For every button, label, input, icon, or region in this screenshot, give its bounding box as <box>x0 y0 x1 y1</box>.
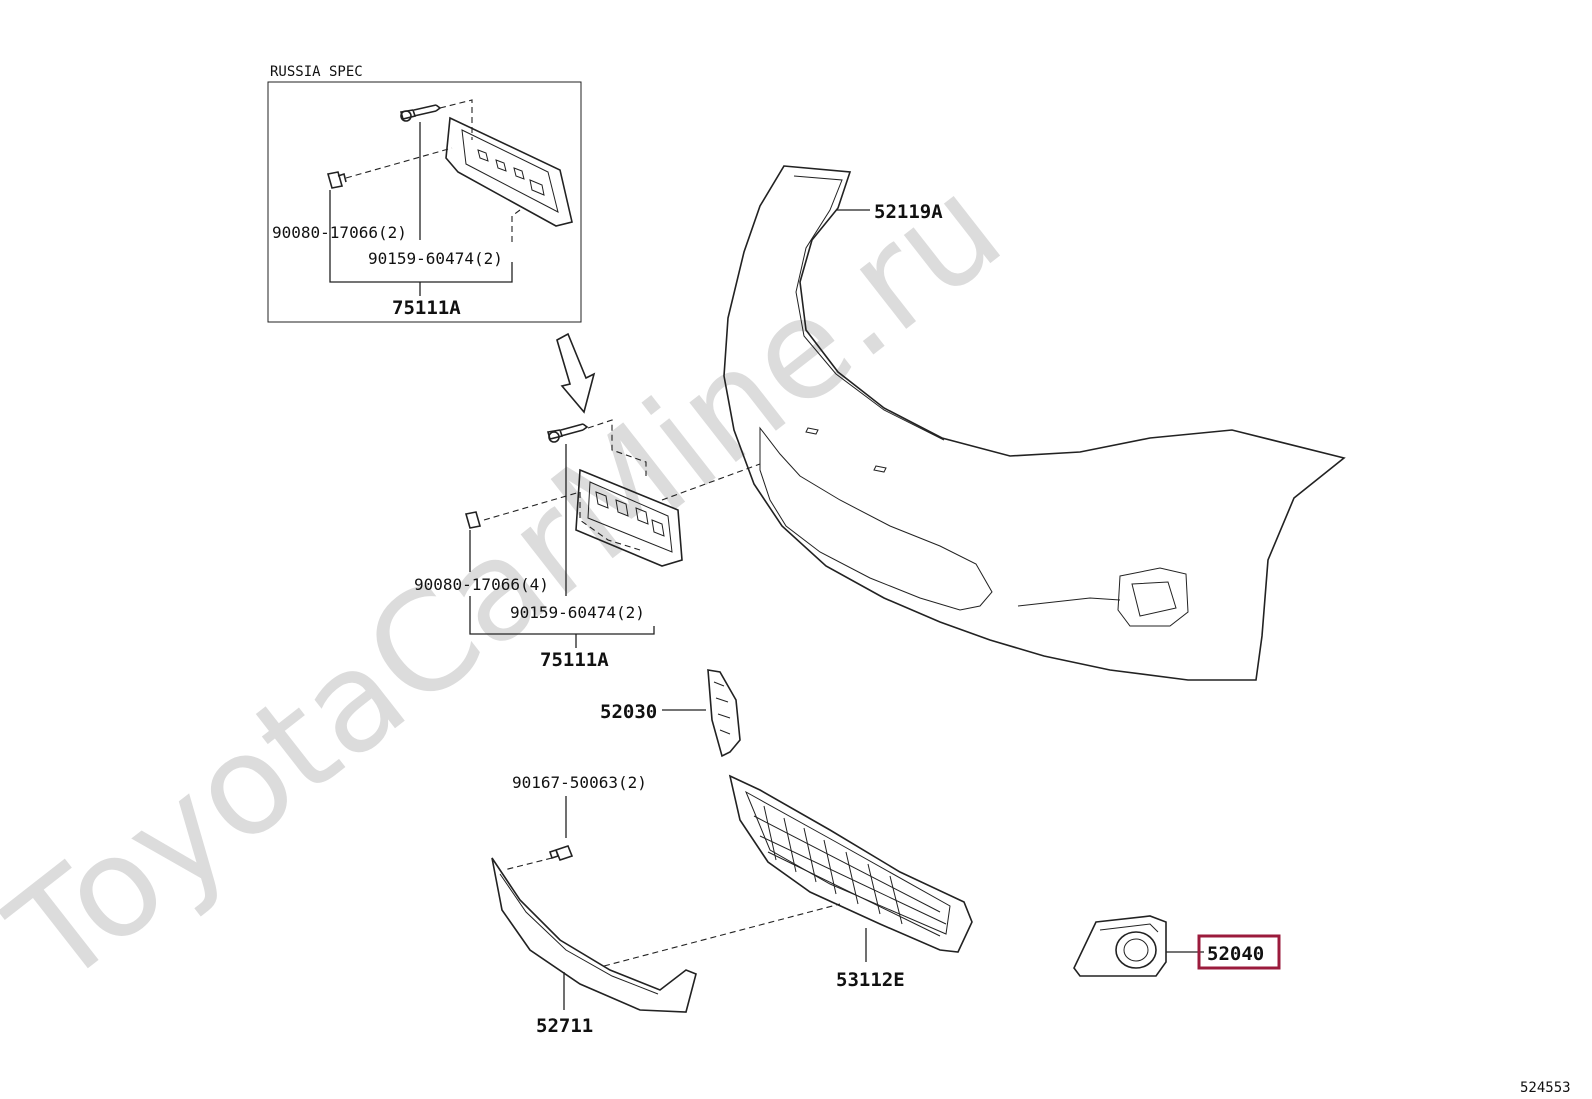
fog-cover-group: 52040 <box>1073 915 1281 977</box>
lower-grille-group: 53112E <box>728 774 973 991</box>
retainer-icon[interactable] <box>707 669 741 758</box>
lower-moulding-icon[interactable] <box>491 857 697 1013</box>
inset-clip-guide <box>345 147 453 179</box>
bolt-icon[interactable] <box>548 845 574 861</box>
inset-screw-guide <box>439 99 473 140</box>
main-screw-icon[interactable] <box>546 423 589 443</box>
highlight-box <box>1197 934 1281 970</box>
inset-bracket-icon[interactable] <box>445 116 573 227</box>
bumper-cover-group: 52119A <box>723 165 1346 681</box>
main-bracket-icon[interactable] <box>575 468 683 567</box>
main-assy-bracket-leader <box>469 596 655 635</box>
bracket-to-bumper-guide <box>661 463 761 501</box>
bolt-guide <box>503 857 553 871</box>
bolt-group: 90167-50063(2) <box>503 773 647 871</box>
bumper-cover-icon[interactable] <box>723 165 1346 681</box>
inset-screw-icon[interactable] <box>399 104 442 122</box>
label-fog-cover[interactable]: 52040 <box>1207 943 1264 965</box>
label-bumper-cover[interactable]: 52119A <box>874 201 943 223</box>
fog-cover-icon[interactable] <box>1073 915 1167 977</box>
inset-clip-icon[interactable] <box>326 171 347 189</box>
inset-frame <box>267 81 582 323</box>
diagram-id: 524553 <box>1520 1080 1571 1096</box>
retainer-group: 52030 <box>600 669 741 758</box>
lower-grille-icon[interactable] <box>728 774 973 953</box>
inset-arrow-icon <box>556 332 596 414</box>
label-inset-assy[interactable]: 75111A <box>392 297 461 319</box>
label-main-assy[interactable]: 75111A <box>540 649 609 671</box>
lower-moulding-group: 52711 <box>491 857 841 1037</box>
main-clip-icon[interactable] <box>464 511 482 529</box>
label-main-screw[interactable]: 90159-60474(2) <box>510 603 645 622</box>
main-screw-guide <box>587 419 647 476</box>
label-inset-screw[interactable]: 90159-60474(2) <box>368 249 503 268</box>
main-clip-guide <box>483 491 581 521</box>
inset-bracket-guide <box>511 209 521 242</box>
label-inset-clip[interactable]: 90080-17066(2) <box>272 223 407 242</box>
inset-clip-leader <box>329 190 513 283</box>
main-bracket-outline-guide <box>579 492 641 551</box>
label-lower-moulding[interactable]: 52711 <box>536 1015 593 1037</box>
main-bracket-group: 90080-17066(4) 90159-60474(2) 75111A <box>414 419 761 671</box>
label-retainer[interactable]: 52030 <box>600 701 657 723</box>
inset-title: RUSSIA SPEC <box>270 64 363 80</box>
label-main-clip[interactable]: 90080-17066(4) <box>414 575 549 594</box>
label-bolt[interactable]: 90167-50063(2) <box>512 773 647 792</box>
moulding-to-grille-guide <box>603 903 841 967</box>
russia-spec-inset: RUSSIA SPEC 90080-17066(2) 90159-60474(2… <box>267 64 582 323</box>
label-lower-grille[interactable]: 53112E <box>836 969 905 991</box>
